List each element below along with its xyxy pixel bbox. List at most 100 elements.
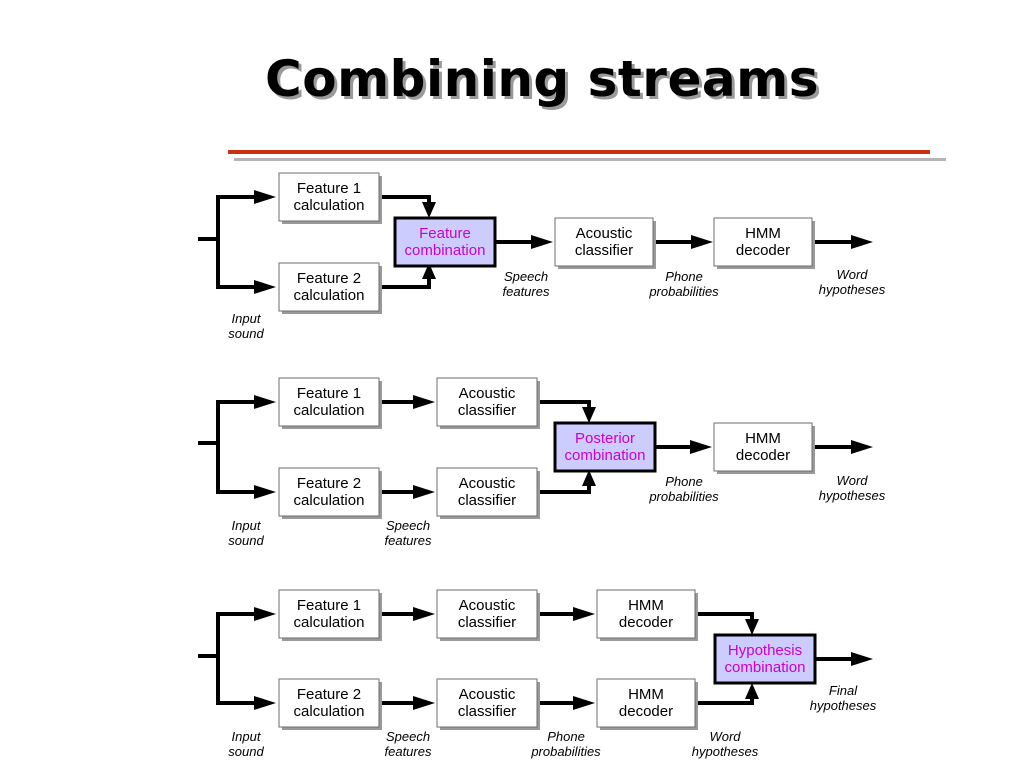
p3-hmm2-box-text-1: HMM [628,686,664,703]
p3-a1-to-hmm1-head [573,607,595,621]
p2-word-hypotheses-label-line-2: hypotheses [819,488,886,503]
p3-acoustic2-box-text-2: classifier [458,703,516,720]
p3-a2-to-hmm2-head [573,696,595,710]
p1-input-top-head [254,190,276,204]
p3-hypothesis-combination-box-text-2: combination [725,659,806,676]
title-rule-red [228,150,930,154]
p1-feature2-box-frame [278,262,380,312]
p1-speech-features-label-line-1: Speech [504,269,548,284]
p3-h1-to-comb-line [695,612,754,621]
p3-f1-to-acoustic1-head [413,607,435,621]
p2-input-sound-label-line-2: sound [228,533,264,548]
p2-feature1-box-text-1: Feature 1 [297,385,361,402]
p3-input-sound-label-line-1: Input [232,729,262,744]
p3-h2-to-comb-head [745,683,759,699]
p1-feature1-box-text-2: calculation [294,197,365,214]
p3-hmm2-box-frame [596,678,696,728]
p1-feature2-box-text-1: Feature 2 [297,270,361,287]
p2-posterior-combination-box-text-1: Posterior [575,430,635,447]
p1-feature2-box-text-2: calculation [294,287,365,304]
p1-feature-combination-box-text-1: Feature [419,225,471,242]
p3-acoustic1-box-frame [436,589,538,639]
p3-comb-out-head [851,652,873,666]
slide-title: Combining streams [265,50,819,108]
p2-hmm-box-frame [713,422,813,472]
p3-speech-features-label-line-1: Speech [386,729,430,744]
p1-feature-combination-box-frame [393,216,497,268]
p1-input-sound-label-line-2: sound [228,326,264,341]
p1-acoustic-to-hmm-head [691,235,713,249]
p3-input-top-head [254,607,276,621]
p1-phone-probabilities-label-line-2: probabilities [648,284,719,299]
p2-input-bottom-head [254,485,276,499]
p2-acoustic1-box-text-1: Acoustic [459,385,516,402]
p2-acoustic2-box-text-2: classifier [458,492,516,509]
p2-a1-to-comb-head [582,407,596,423]
p3-speech-features-label-line-2: features [385,744,432,759]
p1-f1-to-comb-head [422,202,436,218]
p1-hmm-box-frame [713,217,813,267]
p2-a2-to-comb-head [582,470,596,486]
p2-feature1-box-frame [278,377,380,427]
p1-input-sound-label-line-1: Input [232,311,262,326]
p2-posterior-combination-box-frame [553,421,657,473]
p1-input-bottom-head [254,280,276,294]
p1-f1-to-comb-line [379,195,431,204]
p2-feature2-box-text-2: calculation [294,492,365,509]
p2-a2-to-comb-line [537,484,591,494]
p1-speech-features-label-line-2: features [503,284,550,299]
p3-phone-probabilities-label-line-2: probabilities [530,744,601,759]
p1-comb-to-acoustic-head [531,235,553,249]
p3-acoustic1-box-text-2: classifier [458,614,516,631]
p1-hmm-out-head [851,235,873,249]
p3-h1-to-comb-head [745,619,759,635]
p2-f2-to-acoustic2-head [413,485,435,499]
p2-phone-probabilities-label-line-1: Phone [665,474,703,489]
p1-f2-to-comb-head [422,263,436,279]
p2-acoustic1-box-frame [436,377,538,427]
p1-feature-combination-box-text-2: combination [405,242,486,259]
p1-hmm-box-text-1: HMM [745,225,781,242]
p2-feature2-box-text-1: Feature 2 [297,475,361,492]
p3-final-hypotheses-label-line-1: Final [829,683,858,698]
p2-hmm-box-text-1: HMM [745,430,781,447]
p1-word-hypotheses-label-line-2: hypotheses [819,282,886,297]
p3-hmm1-box-frame [596,589,696,639]
p3-acoustic2-box-text-1: Acoustic [459,686,516,703]
p1-feature1-box-text-1: Feature 1 [297,180,361,197]
p2-word-hypotheses-label-line-1: Word [836,473,868,488]
p1-f2-to-comb-line [379,277,431,289]
p3-feature1-box-text-2: calculation [294,614,365,631]
p2-speech-features-label-line-1: Speech [386,518,430,533]
p1-phone-probabilities-label-line-1: Phone [665,269,703,284]
p2-hmm-out-head [851,440,873,454]
p3-feature2-box-text-2: calculation [294,703,365,720]
p3-feature2-box-text-1: Feature 2 [297,686,361,703]
p2-feature1-box-text-2: calculation [294,402,365,419]
p1-acoustic-box-text-2: classifier [575,242,633,259]
p3-hmm2-box-text-2: decoder [619,703,673,720]
p2-acoustic1-box-text-2: classifier [458,402,516,419]
p1-hmm-box-text-2: decoder [736,242,790,259]
